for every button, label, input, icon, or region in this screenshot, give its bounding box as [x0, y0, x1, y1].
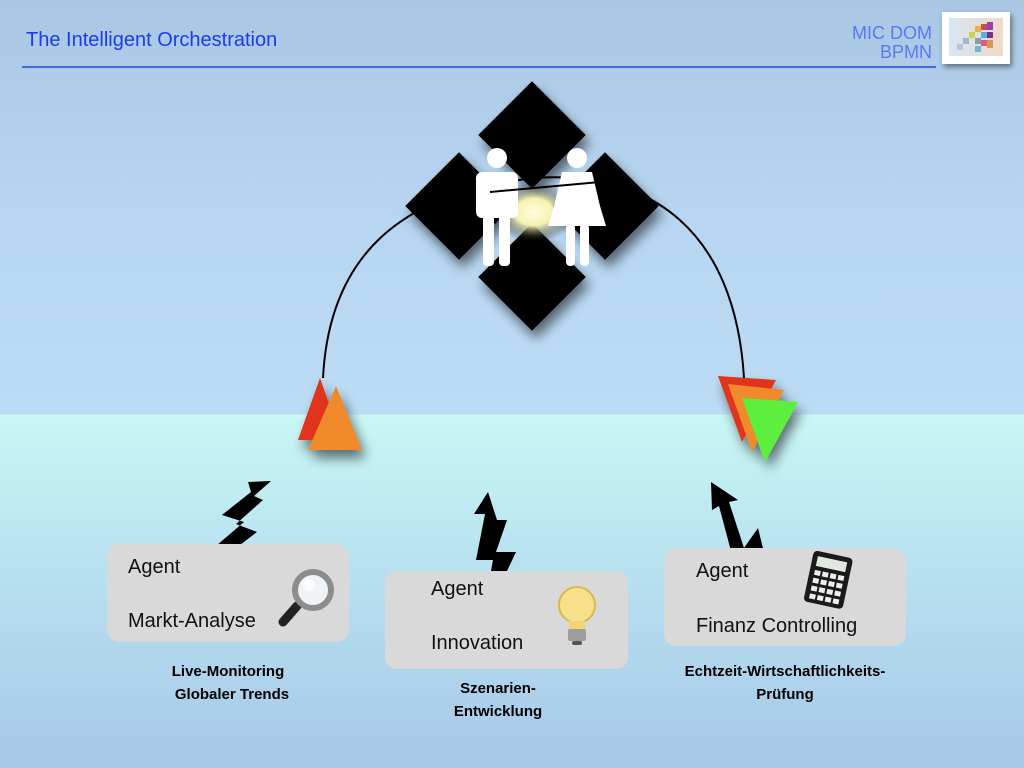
lightbulb-icon [558, 586, 596, 645]
title-divider [22, 66, 936, 68]
agent-caption-finance: Echtzeit-Wirtschaftlichkeits- Prüfung [684, 663, 886, 703]
agent-card-market: Agent Markt-Analyse [107, 544, 349, 642]
calculator-icon [804, 550, 853, 609]
brand-line-2: BPMN [879, 42, 932, 62]
agent-card-finance: Agent Finanz Controlling [664, 548, 906, 646]
agent-label: Agent [128, 556, 181, 578]
lightning-arrow-center [474, 492, 516, 609]
magnifier-icon [278, 569, 334, 627]
man-icon [476, 148, 518, 266]
agent-caption-innovation: Szenarien- Entwicklung [453, 680, 543, 720]
left-triangle-group [298, 378, 362, 450]
brand-line-1: MIC DOM [852, 23, 932, 43]
agent-role: Innovation [431, 632, 524, 654]
brand-logo [942, 12, 1010, 64]
agent-role: Finanz Controlling [696, 615, 858, 637]
slide-title: The Intelligent Orchestration [26, 29, 278, 51]
brand-label: MIC DOM BPMN [852, 24, 932, 62]
agent-role: Markt-Analyse [128, 610, 256, 632]
hub-link-line [489, 181, 601, 193]
agent-card-innovation: Agent Innovation [385, 571, 628, 669]
logo-mosaic-icon [957, 22, 993, 52]
agent-label: Agent [696, 560, 749, 582]
agent-caption-market: Live-Monitoring Globaler Trends [171, 663, 290, 703]
agent-label: Agent [431, 578, 484, 600]
right-triangle-group [718, 376, 798, 462]
